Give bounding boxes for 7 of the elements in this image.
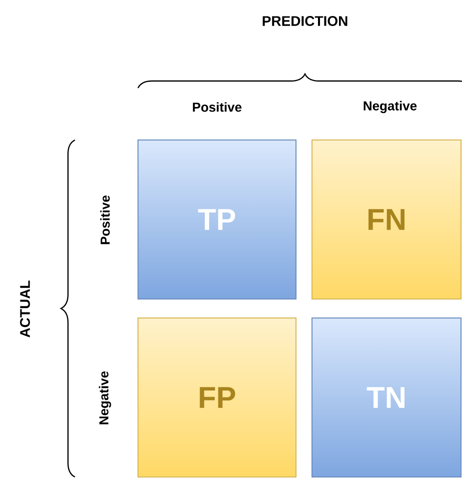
- axis-label: Positive: [100, 196, 110, 244]
- matrix-cell: TN: [312, 318, 462, 478]
- matrix-cell: FN: [312, 140, 462, 300]
- matrix-cell: TP: [138, 140, 296, 300]
- axis-title: ACTUAL: [20, 280, 30, 338]
- matrix-cell: FP: [138, 318, 296, 478]
- axis-title: PREDICTION: [262, 16, 348, 26]
